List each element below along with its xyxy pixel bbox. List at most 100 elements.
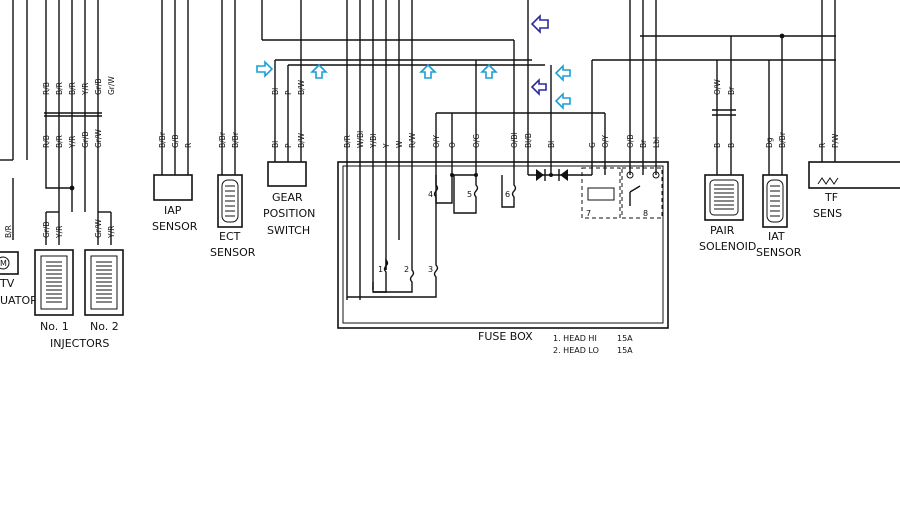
ect-label-line2: SENSOR [210, 246, 256, 259]
wire-label: O/W [713, 79, 722, 95]
arrow-left-icon [530, 78, 547, 96]
wire-label: B/R [55, 82, 64, 95]
wire-label: Bl/B [524, 133, 533, 148]
ect-label-line1: ECT [219, 230, 241, 243]
wire-label: G [588, 142, 597, 148]
wire-label: Gr/W [94, 129, 103, 148]
iat-label-line1: IAT [768, 230, 785, 243]
wire-label: B/R [343, 135, 352, 148]
arrow-left-icon [554, 92, 571, 110]
fuse-number: 1 [378, 265, 383, 274]
wire-label: O/G [472, 134, 481, 148]
fuse-rating-list: 1. HEAD HI 15A 2. HEAD LO 15A [553, 334, 633, 355]
arrow-up-icon [310, 63, 328, 79]
wire-label: Dg [765, 137, 774, 148]
wire-label: B/Br [778, 131, 787, 148]
wire-label: Bl [271, 141, 280, 148]
tp-label-line1: TF [824, 191, 838, 204]
fuse-box-label: FUSE BOX [478, 330, 533, 343]
wire-label: O/Bl [510, 132, 519, 148]
wire-label: Gr/B [81, 131, 90, 148]
fuse-list-rating: 15A [617, 346, 633, 355]
fuse-list-item: 2. HEAD LO [553, 346, 599, 355]
pair-solenoid: O/W Br B B PAIR SOLENOID [699, 36, 756, 253]
wire-label: Y/R [55, 226, 64, 239]
stva-actuator: B/R M TV UATOR [0, 225, 38, 307]
wire-label: B/R [4, 225, 13, 238]
fuse-number: 4 [428, 190, 433, 199]
wire-label: Gr/B [42, 221, 51, 238]
wire-label: W [395, 140, 404, 148]
tp-sensor: R P/W TF SENS [808, 60, 900, 220]
injector-no1-label: No. 1 [40, 320, 69, 333]
iap-label-line2: SENSOR [152, 220, 198, 233]
arrow-up-icon [419, 63, 437, 79]
gear-label-line3: SWITCH [267, 224, 310, 237]
wire-label: G/B [171, 135, 180, 148]
injector-no1: Gr/B Y/R No. 1 [34, 221, 74, 333]
wire-label: W/Bl [356, 131, 365, 148]
gear-label-line2: POSITION [263, 207, 315, 220]
wire-label: Y/R [81, 83, 90, 96]
wire-label: R/W [408, 132, 417, 148]
wire-label: R [184, 143, 193, 148]
arrow-left-icon [554, 64, 571, 82]
wire-label: O/Y [601, 135, 610, 148]
fuse-box-wire-labels: B/R W/Bl Y/Bl Y W R/W O/Y O O/G O/Bl Bl/… [343, 131, 661, 149]
wire-label: Y [382, 143, 391, 149]
fuse-box-wiring [262, 0, 836, 300]
stva-label-line2: UATOR [0, 294, 38, 307]
wire-label: Gr/W [94, 219, 103, 238]
iat-sensor: Dg B/Br IAT SENSOR [756, 60, 802, 259]
wire-label: P [284, 143, 293, 148]
fuse-list-item: 1. HEAD HI [553, 334, 597, 343]
wire-label: P [284, 90, 293, 95]
wire-label: Gr/W [107, 76, 116, 95]
wire-label: Bl [271, 88, 280, 95]
pair-label-line1: PAIR [710, 224, 735, 237]
relay-number: 7 [586, 209, 591, 218]
wire-label: Br [727, 86, 736, 95]
wire-label: Br [639, 139, 648, 148]
fuse-number: 5 [467, 190, 472, 199]
wire-label: R/B [42, 82, 51, 95]
wire-label: B/W [297, 132, 306, 148]
annotation-arrows [256, 14, 571, 110]
wire-label: B/R [55, 135, 64, 148]
wire-label: O/B [626, 134, 635, 148]
wire-label: Y/R [107, 226, 116, 239]
ect-sensor: B/Br B/Br ECT SENSOR [210, 0, 256, 259]
wire-label: O [448, 142, 457, 148]
left-wire-bundle [0, 0, 112, 245]
wire-label: B/W [297, 79, 306, 95]
iap-label-line1: IAP [164, 204, 182, 217]
gear-label-line1: GEAR [272, 191, 303, 204]
lower-left-wire-labels: R/B B/R Y/R Gr/B Gr/W [42, 129, 103, 149]
wire-label: P/W [831, 133, 840, 148]
stva-label-line1: TV [0, 277, 15, 290]
tp-label-line2: SENS [813, 207, 842, 220]
wire-label: B/Br [218, 131, 227, 148]
injectors-title: INJECTORS [50, 337, 109, 350]
wire-label: B/Br [158, 131, 167, 148]
iap-sensor: B/Br G/B R IAP SENSOR [152, 0, 198, 233]
iat-label-line2: SENSOR [756, 246, 802, 259]
wire-label: Bl [547, 141, 556, 148]
injector-no2-label: No. 2 [90, 320, 119, 333]
wire-label: Gr/B [94, 78, 103, 95]
wire-label: Y/Bl [369, 134, 378, 149]
fuse-box: 1 2 3 4 5 6 7 8 FUSE BOX [337, 161, 669, 343]
fuse-number: 2 [404, 265, 409, 274]
wire-label: B [727, 143, 736, 148]
fuse-number: 3 [428, 265, 433, 274]
arrow-up-icon [480, 63, 498, 79]
wire-label: Lbl [652, 137, 661, 148]
wire-label: R/B [42, 135, 51, 148]
upper-left-wire-labels: R/B B/R B/R Y/R Gr/B Gr/W [42, 76, 116, 96]
fuse-list-rating: 15A [617, 334, 633, 343]
arrow-right-icon [256, 60, 274, 78]
pair-label-line2: SOLENOID [699, 240, 756, 253]
wire-label: B/Br [231, 131, 240, 148]
relay-number: 8 [643, 209, 648, 218]
arrow-left-icon [530, 14, 549, 34]
